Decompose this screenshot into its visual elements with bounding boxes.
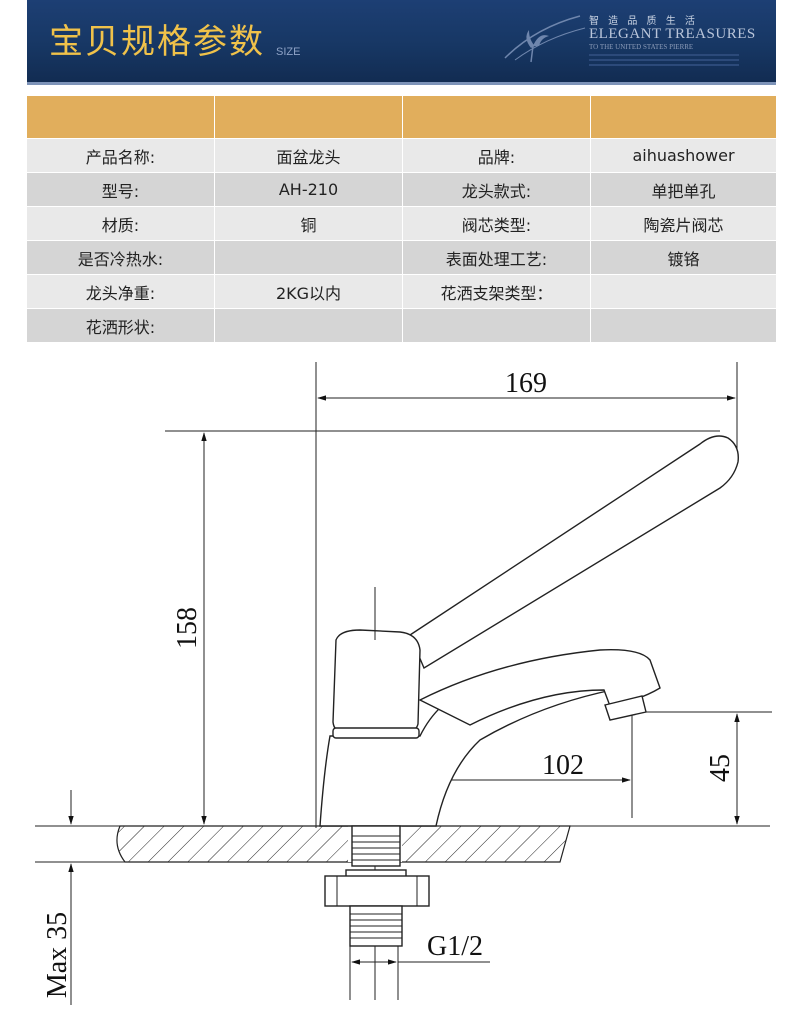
tagline-chinese: 智 造 品 质 生 活	[589, 16, 698, 27]
header-banner: 宝贝规格参数 SIZE 智 造 品 质 生 活 ELEGANT TREASURE…	[27, 0, 776, 82]
header-cell	[590, 95, 777, 139]
dim-max-thickness-label: Max 35	[42, 912, 73, 998]
header-cell	[214, 95, 403, 139]
countertop-section	[116, 825, 571, 863]
dim-width-label: 169	[505, 368, 547, 399]
threaded-stem	[351, 825, 401, 867]
spec-value	[590, 274, 777, 309]
brand-logo-icon	[504, 15, 586, 63]
spec-value: 2KG以内	[214, 274, 403, 309]
faucet-head	[332, 629, 421, 733]
spec-value: 铜	[214, 206, 403, 241]
dim-spout-height-label: 45	[705, 754, 736, 782]
page-title: 宝贝规格参数	[49, 22, 265, 62]
header-cell	[402, 95, 591, 139]
spec-row: 龙头净重: 2KG以内 花洒支架类型：	[26, 274, 777, 309]
faucet-spout	[418, 649, 661, 726]
dim-height-label: 158	[172, 607, 203, 649]
spec-label: 龙头款式:	[402, 172, 591, 207]
spec-value: aihuashower	[590, 138, 777, 173]
spec-value	[214, 240, 403, 275]
spec-table: 产品名称: 面盆龙头 品牌: aihuashower 型号: AH-210 龙头…	[26, 95, 777, 343]
spec-row: 花洒形状:	[26, 308, 777, 343]
spec-label: 表面处理工艺:	[402, 240, 591, 275]
spec-label: 产品名称:	[26, 138, 215, 173]
spec-value: 面盆龙头	[214, 138, 403, 173]
page-subtitle: SIZE	[276, 46, 301, 58]
tagline-small: TO THE UNITED STATES PIERRE	[589, 43, 694, 51]
spec-row: 产品名称: 面盆龙头 品牌: aihuashower	[26, 138, 777, 173]
spec-label: 阀芯类型:	[402, 206, 591, 241]
spec-value: 单把单孔	[590, 172, 777, 207]
locking-nut	[324, 875, 430, 907]
decorative-lines	[589, 54, 739, 68]
faucet-dimension-drawing: 169 158 102 45 Max 35 G1/2	[35, 362, 772, 1005]
spec-row: 是否冷热水: 表面处理工艺: 镀铬	[26, 240, 777, 275]
spec-row: 材质: 铜 阀芯类型: 陶瓷片阀芯	[26, 206, 777, 241]
spec-label	[402, 308, 591, 343]
spec-label: 花洒形状:	[26, 308, 215, 343]
spec-label: 材质:	[26, 206, 215, 241]
tagline-english: ELEGANT TREASURES	[589, 26, 756, 42]
faucet-handle	[409, 435, 739, 670]
spec-table-header	[26, 95, 777, 139]
header-cell	[26, 95, 215, 139]
spec-label: 品牌:	[402, 138, 591, 173]
spec-value	[214, 308, 403, 343]
dim-thread-label: G1/2	[427, 931, 483, 962]
spec-label: 型号:	[26, 172, 215, 207]
spec-row: 型号: AH-210 龙头款式: 单把单孔	[26, 172, 777, 207]
spec-label: 龙头净重:	[26, 274, 215, 309]
dim-reach-label: 102	[542, 750, 584, 781]
spec-value	[590, 308, 777, 343]
spec-value: 陶瓷片阀芯	[590, 206, 777, 241]
spec-value: AH-210	[214, 172, 403, 207]
spec-value: 镀铬	[590, 240, 777, 275]
header-divider	[27, 82, 776, 85]
spec-label: 是否冷热水:	[26, 240, 215, 275]
spec-label: 花洒支架类型：	[402, 274, 591, 309]
